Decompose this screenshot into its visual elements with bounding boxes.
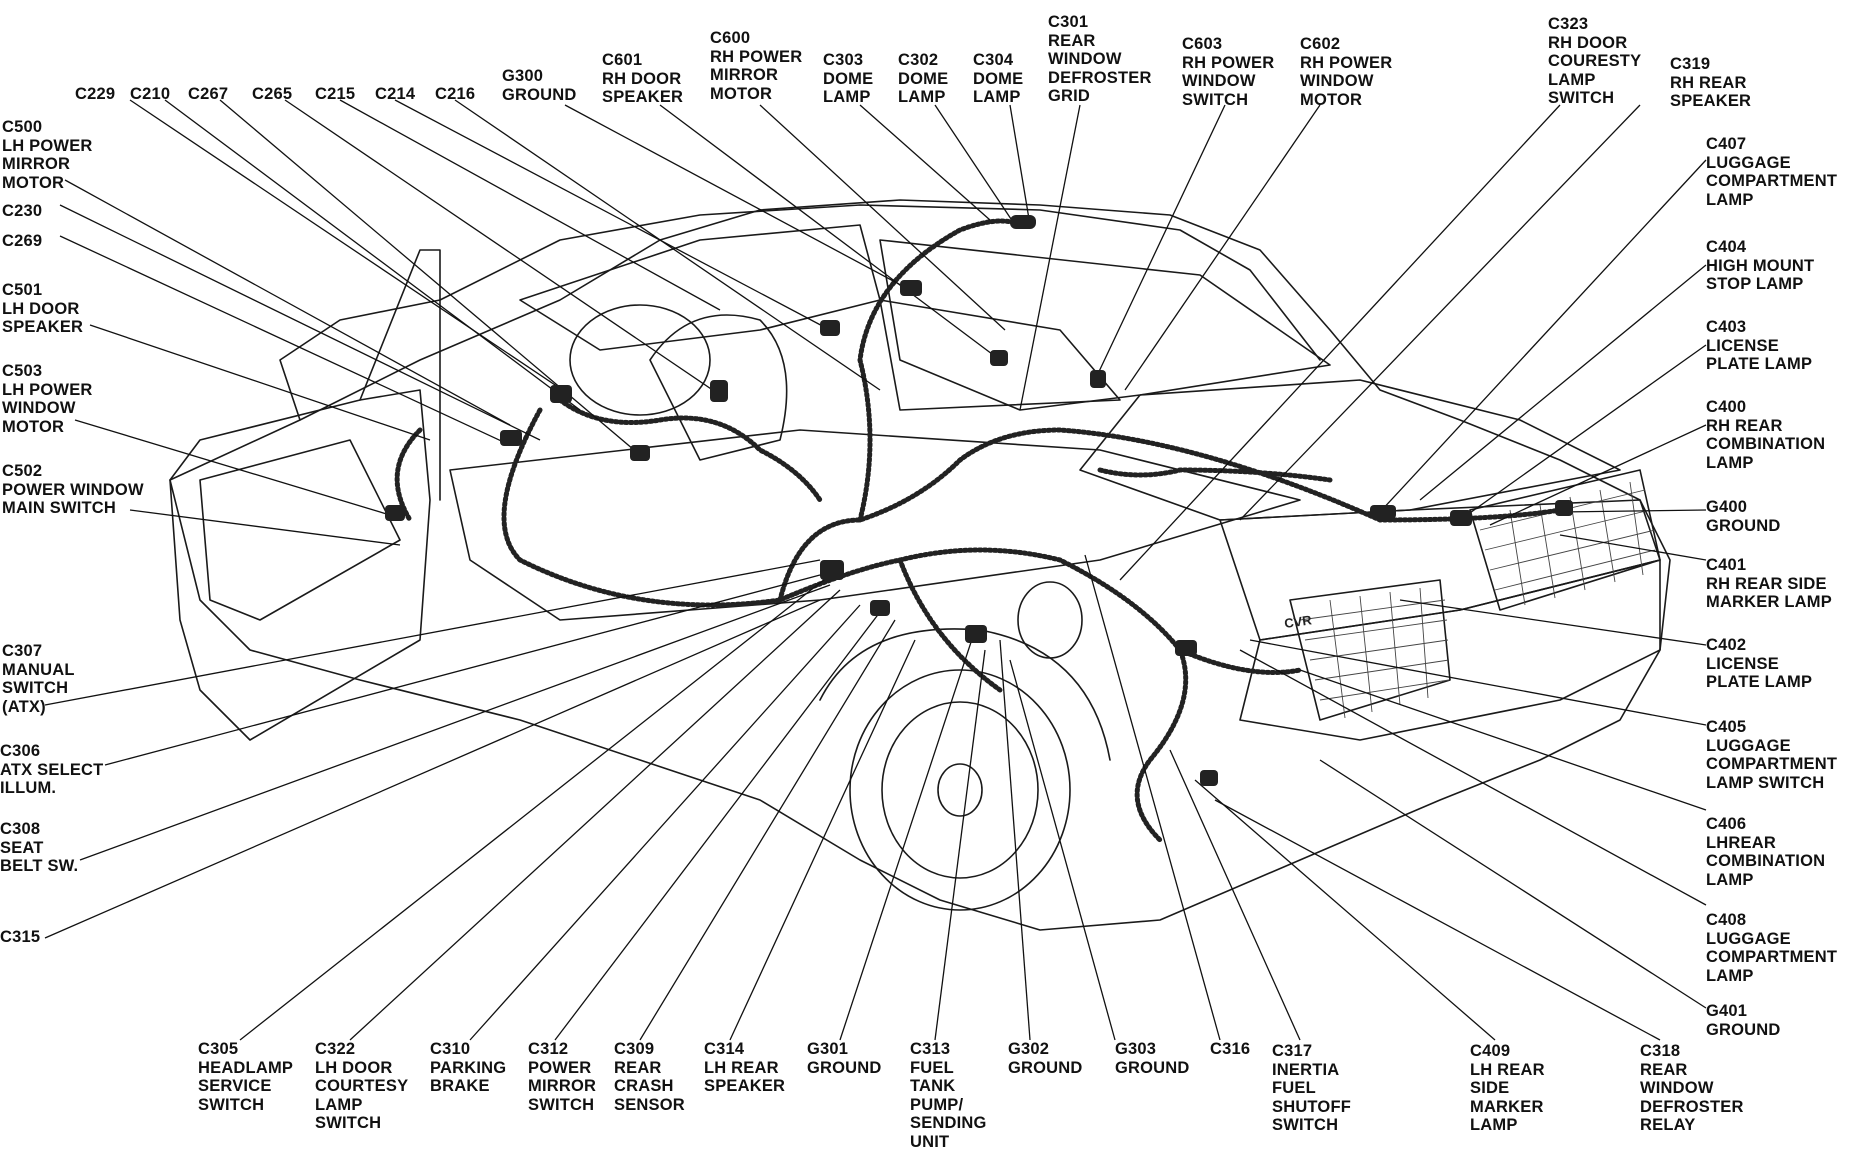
label-c602: C602 RH POWER WINDOW MOTOR — [1300, 35, 1393, 109]
label-c322: C322 LH DOOR COURTESY LAMP SWITCH — [315, 1040, 409, 1132]
rear-seat — [879, 299, 1121, 411]
label-c307: C307 MANUAL SWITCH (ATX) — [2, 642, 75, 716]
label-c403: C403 LICENSE PLATE LAMP — [1706, 318, 1813, 373]
label-c601: C601 RH DOOR SPEAKER — [602, 51, 684, 106]
steering-wheel — [569, 304, 711, 416]
leader-lines — [44, 99, 1707, 1041]
label-c401: C401 RH REAR SIDE MARKER LAMP — [1706, 556, 1832, 611]
rh-tail-lamp — [1469, 469, 1661, 611]
label-c230: C230 — [2, 202, 43, 220]
label-c216: C216 — [435, 85, 476, 103]
label-c316: C316 — [1210, 1040, 1251, 1058]
trunk-badge: CVR — [1283, 612, 1313, 631]
label-c500: C500 LH POWER MIRROR MOTOR — [2, 118, 93, 192]
lh-tail-lamp — [1289, 579, 1451, 721]
label-c318: C318 REAR WINDOW DEFROSTER RELAY — [1640, 1042, 1744, 1134]
label-c309: C309 REAR CRASH SENSOR — [614, 1040, 685, 1114]
label-c310: C310 PARKING BRAKE — [430, 1040, 507, 1095]
label-c229: C229 — [75, 85, 116, 103]
label-c302: C302 DOME LAMP — [898, 51, 949, 106]
label-c312: C312 POWER MIRROR SWITCH — [528, 1040, 597, 1114]
label-c407: C407 LUGGAGE COMPARTMENT LAMP — [1706, 135, 1838, 209]
label-c269: C269 — [2, 232, 43, 250]
label-g302: G302 GROUND — [1008, 1040, 1083, 1077]
label-c323: C323 RH DOOR COURESTY LAMP SWITCH — [1548, 15, 1642, 107]
label-g303: G303 GROUND — [1115, 1040, 1190, 1077]
label-c210: C210 — [130, 85, 171, 103]
label-c502: C502 POWER WINDOW MAIN SWITCH — [2, 462, 144, 517]
lh-door-inner — [199, 439, 401, 621]
label-g301: G301 GROUND — [807, 1040, 882, 1077]
label-g300: G300 GROUND — [502, 67, 577, 104]
label-c305: C305 HEADLAMP SERVICE SWITCH — [198, 1040, 294, 1114]
rear-wheel-tire — [849, 669, 1071, 911]
floor-pan — [449, 429, 1301, 621]
label-c501: C501 LH DOOR SPEAKER — [2, 281, 84, 336]
rear-wheel-rim — [881, 701, 1039, 879]
wiring-harness — [394, 218, 1563, 843]
label-g401: G401 GROUND — [1706, 1002, 1781, 1039]
front-seat — [649, 314, 788, 461]
label-c306: C306 ATX SELECT ILLUM. — [0, 742, 104, 797]
label-c402: C402 LICENSE PLATE LAMP — [1706, 636, 1813, 691]
label-c404: C404 HIGH MOUNT STOP LAMP — [1706, 238, 1815, 293]
label-c303: C303 DOME LAMP — [823, 51, 874, 106]
lh-door-window-frame — [359, 249, 441, 501]
label-c301: C301 REAR WINDOW DEFROSTER GRID — [1048, 13, 1152, 105]
label-c265: C265 — [252, 85, 293, 103]
label-c408: C408 LUGGAGE COMPARTMENT LAMP — [1706, 911, 1838, 985]
label-c313: C313 FUEL TANK PUMP/ SENDING UNIT — [910, 1040, 987, 1151]
wheel-arch — [819, 628, 1111, 761]
rear-wheel-hub — [937, 763, 983, 817]
label-c214: C214 — [375, 85, 416, 103]
rear-deck — [1079, 379, 1621, 521]
fuel-filler-door — [1017, 581, 1083, 659]
label-c603: C603 RH POWER WINDOW SWITCH — [1182, 35, 1275, 109]
label-c314: C314 LH REAR SPEAKER — [704, 1040, 786, 1095]
label-g400: G400 GROUND — [1706, 498, 1781, 535]
label-c405: C405 LUGGAGE COMPARTMENT LAMP SWITCH — [1706, 718, 1838, 792]
label-c315: C315 — [0, 928, 41, 946]
label-c267: C267 — [188, 85, 229, 103]
connectors — [385, 215, 1573, 786]
label-c304: C304 DOME LAMP — [973, 51, 1024, 106]
label-c503: C503 LH POWER WINDOW MOTOR — [2, 362, 93, 436]
label-c600: C600 RH POWER MIRROR MOTOR — [710, 29, 803, 103]
label-c400: C400 RH REAR COMBINATION LAMP — [1706, 398, 1826, 472]
label-c215: C215 — [315, 85, 356, 103]
label-c317: C317 INERTIA FUEL SHUTOFF SWITCH — [1272, 1042, 1352, 1134]
roof-line — [439, 204, 1321, 361]
rear-bumper — [1239, 559, 1661, 741]
label-c308: C308 SEAT BELT SW. — [0, 820, 79, 875]
body-outline — [169, 199, 1671, 931]
label-c406: C406 LHREAR COMBINATION LAMP — [1706, 815, 1826, 889]
label-c319: C319 RH REAR SPEAKER — [1670, 55, 1752, 110]
hood-line — [279, 299, 441, 421]
label-c409: C409 LH REAR SIDE MARKER LAMP — [1470, 1042, 1545, 1134]
lh-door-open — [169, 389, 431, 741]
